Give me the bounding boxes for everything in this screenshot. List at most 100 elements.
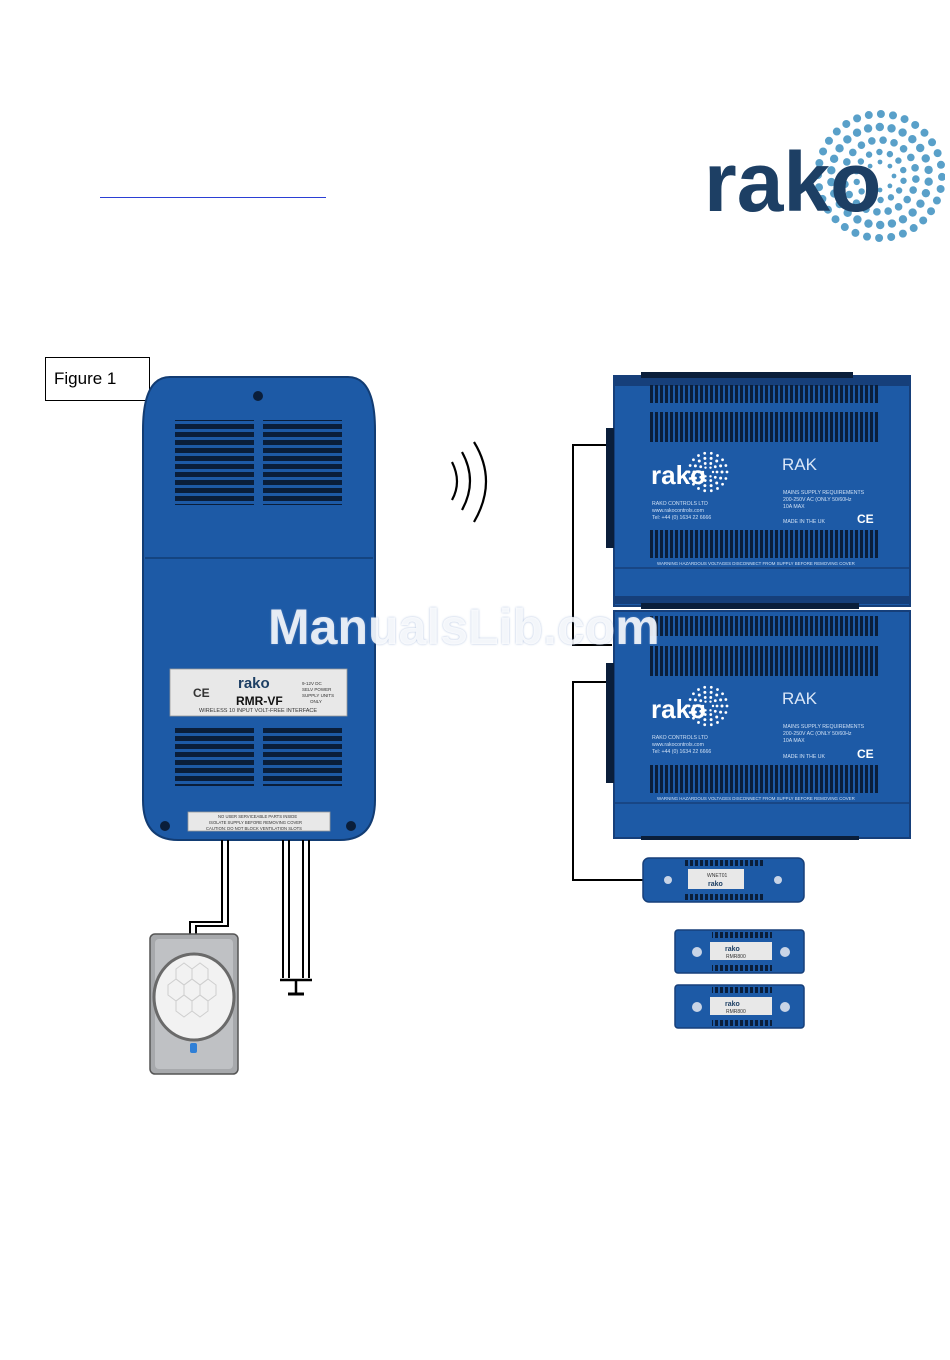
logo-dot bbox=[877, 159, 883, 165]
watermark: ManualsLib.com bbox=[268, 599, 660, 655]
sensor-wire bbox=[189, 840, 223, 934]
logo-dot bbox=[709, 723, 713, 727]
rak2-supply-2: 200-250V AC (ONLY 50/60Hz bbox=[783, 731, 852, 737]
logo-dot bbox=[879, 136, 887, 144]
logo-dot bbox=[908, 208, 917, 217]
module3-brand: rako bbox=[725, 1001, 740, 1008]
logo-dot bbox=[888, 111, 897, 120]
logo-dot bbox=[876, 110, 885, 119]
unit-description: WIRELESS 10 INPUT VOLT-FREE INTERFACE bbox=[199, 708, 317, 714]
logo-dot bbox=[875, 122, 884, 132]
indicator-led-icon bbox=[190, 1043, 197, 1053]
logo-dot bbox=[693, 464, 697, 468]
logo-dot bbox=[697, 454, 700, 457]
rak2-ce-mark: CE bbox=[857, 747, 874, 761]
logo-dot bbox=[907, 153, 915, 162]
hyperlink-underline[interactable] bbox=[100, 197, 326, 198]
logo-dot bbox=[720, 470, 724, 474]
logo-dot bbox=[709, 479, 713, 482]
logo-dot bbox=[692, 482, 695, 486]
logo-dot bbox=[921, 188, 931, 198]
logo-dot bbox=[709, 718, 713, 722]
supply-line-1: 9-12V DC bbox=[302, 681, 323, 686]
logo-dot bbox=[848, 148, 857, 157]
logo-dot bbox=[867, 183, 873, 189]
rak1-brand: rako bbox=[651, 460, 706, 490]
logo-dot bbox=[713, 465, 717, 469]
logo-dot bbox=[724, 711, 728, 714]
logo-dot bbox=[877, 196, 884, 204]
logo-dot bbox=[887, 219, 897, 228]
logo-dot bbox=[887, 124, 896, 133]
logo-dot bbox=[824, 136, 833, 145]
logo-dot bbox=[703, 489, 707, 493]
screw-icon bbox=[692, 1002, 702, 1012]
logo-dot bbox=[704, 709, 707, 712]
logo-dot bbox=[697, 715, 701, 719]
logo-dot bbox=[688, 698, 692, 701]
logo-dot bbox=[704, 466, 707, 469]
logo-dot bbox=[857, 141, 866, 149]
logo-dot bbox=[709, 700, 712, 703]
logo-dot bbox=[692, 470, 696, 474]
logo-dot bbox=[911, 120, 920, 129]
logo-dot bbox=[875, 233, 884, 242]
logo-dot bbox=[715, 693, 719, 697]
logo-dot bbox=[697, 470, 701, 474]
vent-grille bbox=[175, 728, 254, 786]
logo-dot bbox=[898, 229, 907, 238]
module-rmr800-1: rako RMR800 bbox=[674, 929, 805, 974]
logo-dot bbox=[819, 147, 828, 156]
module1-code: WNET01 bbox=[707, 873, 728, 879]
rak1-logo-dots-icon bbox=[687, 451, 729, 493]
module-wnet: WNET01 rako bbox=[642, 857, 805, 903]
logo-dot bbox=[900, 177, 907, 184]
logo-dot bbox=[912, 175, 920, 183]
logo-dot bbox=[713, 475, 717, 479]
logo-dot bbox=[711, 470, 715, 474]
warning-label bbox=[187, 811, 331, 832]
vent-grille bbox=[175, 420, 254, 505]
logo-dot bbox=[873, 208, 881, 216]
logo-dot bbox=[909, 186, 917, 194]
logo-dot bbox=[853, 215, 862, 224]
logo-dot bbox=[936, 184, 945, 193]
logo-dot bbox=[865, 151, 873, 158]
logo-dot bbox=[851, 228, 860, 237]
sensor-lens-icon bbox=[152, 952, 236, 1042]
rak2-logo-dots-icon bbox=[687, 685, 729, 727]
unit-model: RMR-VF bbox=[236, 694, 283, 708]
logo-dot bbox=[841, 180, 849, 188]
logo-dot bbox=[715, 715, 719, 719]
logo-dot bbox=[877, 187, 883, 193]
vent-grille bbox=[263, 420, 342, 505]
screw-icon bbox=[346, 821, 356, 831]
logo-dot bbox=[721, 482, 724, 486]
logo-dot bbox=[703, 696, 707, 699]
logo-dot bbox=[853, 178, 860, 186]
logo-dot bbox=[863, 232, 872, 241]
logo-dot bbox=[713, 709, 717, 713]
logo-dot bbox=[709, 475, 712, 478]
logo-dot bbox=[725, 704, 729, 708]
logo-dot bbox=[857, 158, 865, 165]
screw-icon bbox=[774, 876, 782, 884]
logo-dot bbox=[891, 173, 897, 179]
logo-dot bbox=[716, 688, 719, 691]
logo-dot bbox=[887, 163, 893, 169]
logo-dot bbox=[835, 199, 844, 209]
logo-dot bbox=[903, 195, 912, 204]
logo-dot bbox=[716, 487, 719, 490]
push-switch-icon bbox=[280, 978, 312, 996]
logo-dot bbox=[876, 148, 883, 156]
logo-dot bbox=[900, 115, 909, 124]
logo-dot bbox=[827, 177, 836, 187]
logo-dot bbox=[845, 190, 853, 199]
logo-dot bbox=[814, 171, 823, 180]
logo-dot bbox=[933, 149, 942, 158]
module2-brand: rako bbox=[725, 946, 740, 953]
logo-dot bbox=[688, 711, 692, 714]
logo-dot bbox=[908, 134, 917, 144]
logo-dot bbox=[864, 111, 873, 120]
logo-dot bbox=[724, 464, 728, 467]
